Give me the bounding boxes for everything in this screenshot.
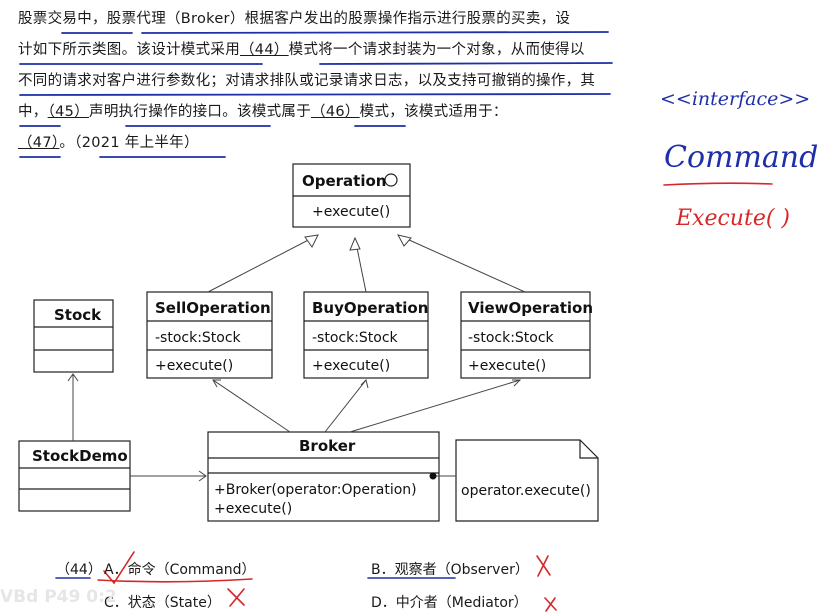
underline-5 (19, 93, 611, 96)
option-a-underline (97, 578, 253, 583)
question-seg-7: 模式，该模式适用于： (359, 104, 508, 120)
stockdemo-title: StockDemo (32, 447, 128, 465)
to-view-arrow (512, 379, 522, 387)
to-stock-arrow (67, 373, 79, 382)
question-seg-3: 模式将一个请求封装为一个对象，从而使得以 (288, 42, 585, 58)
interface-annotation: <<interface>> (660, 88, 811, 110)
option-b[interactable]: B．观察者（Observer） (371, 562, 529, 578)
broker-title: Broker (299, 437, 356, 455)
blank-47: （47） (18, 135, 60, 151)
broker-box (207, 431, 440, 522)
option-d[interactable]: D．中介者（Mediator） (371, 595, 528, 611)
option-c[interactable]: C．状态（State） (104, 595, 221, 611)
command-annotation: Command (664, 140, 817, 175)
note-anchor-dot (429, 472, 437, 480)
interface-circle-icon (384, 173, 398, 187)
operation-title: Operation (302, 172, 386, 190)
sell-title: SellOperation (155, 299, 271, 317)
question-text: 股票交易中，股票代理（Broker）根据客户发出的股票操作指示进行股票的买卖，设… (18, 4, 628, 159)
question-seg-4: 不同的请求对客户进行参数化；对请求排队或记录请求日志，以及支持可撤销的操作，其 (18, 73, 596, 89)
cross-mark-c (227, 588, 245, 607)
buy-attr: -stock:Stock (312, 330, 399, 346)
note-box (455, 439, 599, 522)
question-seg-2: 计如下所示类图。该设计模式采用 (18, 42, 240, 58)
execute-annotation: Execute( ) (676, 206, 790, 231)
sell-box (146, 291, 273, 379)
broker-to-sell-edge (212, 379, 291, 433)
operation-method: +execute() (312, 204, 390, 220)
broker-method-2: +execute() (214, 501, 292, 517)
stockdemo-box (18, 440, 131, 512)
command-underline (663, 182, 773, 186)
broker-to-buy-edge (324, 379, 367, 433)
buy-box (303, 291, 429, 379)
view-to-operation-edge (397, 234, 526, 293)
answer-check-mark (103, 551, 135, 585)
stock-title: Stock (54, 306, 102, 324)
cross-mark-b (536, 555, 551, 577)
sell-to-operation-edge (207, 234, 319, 293)
buy-realize-arrow (349, 236, 361, 251)
to-sell-arrow (212, 379, 221, 388)
buy-method: +execute() (312, 358, 390, 374)
view-realize-arrow (397, 234, 412, 247)
sell-attr: -stock:Stock (155, 330, 242, 346)
cross-mark-d (544, 597, 557, 612)
question-seg-1: 股票交易中，股票代理（Broker）根据客户发出的股票操作指示进行股票的买卖，设 (18, 11, 571, 27)
sell-realize-arrow (304, 234, 319, 248)
underline-4 (319, 62, 613, 65)
sell-method: +execute() (155, 358, 233, 374)
option-label-44: （44） (56, 562, 102, 578)
to-broker-arrow (198, 470, 207, 482)
option-a[interactable]: A．命令（Command） (104, 562, 256, 578)
blank-45: （45） (47, 104, 90, 120)
question-seg-5: 中， (18, 104, 48, 120)
blank-46: （46） (311, 104, 360, 120)
view-method: +execute() (468, 358, 546, 374)
watermark: VBd P49 0:2 (0, 587, 117, 607)
question-seg-8: 。（2021 年上半年） (59, 135, 199, 151)
to-buy-arrow (360, 379, 369, 389)
view-attr: -stock:Stock (468, 330, 555, 346)
stock-box (33, 299, 114, 373)
view-title: ViewOperation (468, 299, 593, 317)
question-seg-6: 声明执行操作的接口。该模式属于 (89, 104, 312, 120)
broker-method-1: +Broker(operator:Operation) (214, 482, 417, 498)
view-box (460, 291, 591, 379)
buy-title: BuyOperation (312, 299, 428, 317)
blank-44: （44） (240, 42, 289, 58)
note-text: operator.execute() (461, 483, 591, 499)
broker-to-view-edge (349, 379, 521, 433)
underline-2 (141, 31, 609, 34)
